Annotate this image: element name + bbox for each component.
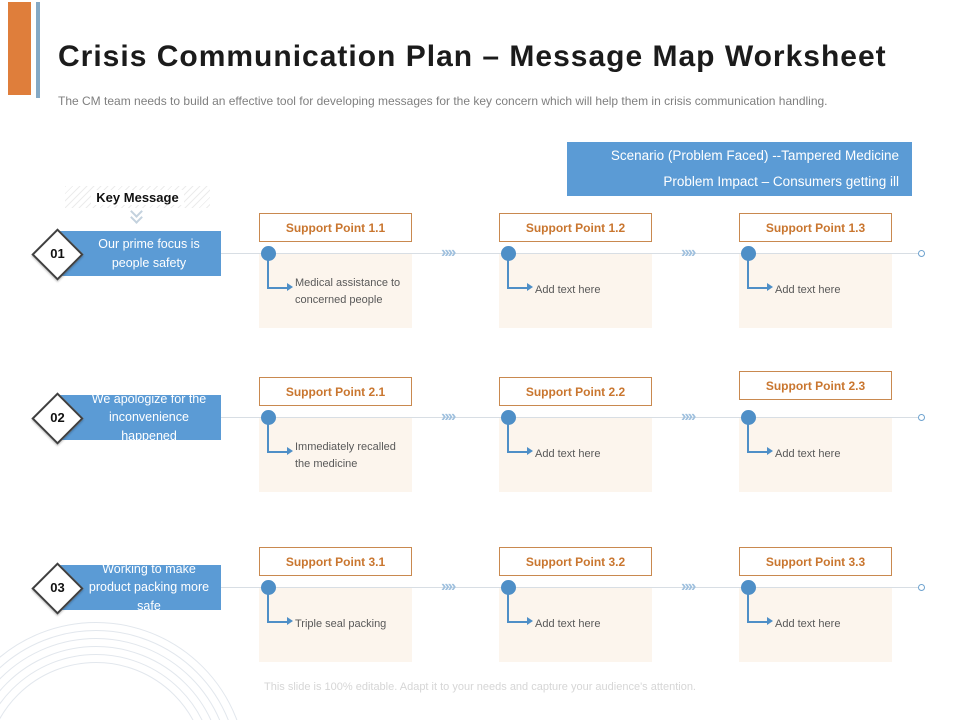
arrowhead-icon	[767, 447, 773, 455]
elbow-arrow-icon	[267, 259, 287, 289]
support-note-placeholder[interactable]: Add text here	[535, 448, 601, 460]
support-point-box-2-2: Support Point 2.2	[499, 377, 652, 406]
connector-line	[221, 417, 918, 418]
arrowhead-icon	[767, 617, 773, 625]
arrowhead-icon	[527, 447, 533, 455]
connector-dot-icon	[741, 246, 756, 261]
connector-dot-icon	[261, 246, 276, 261]
elbow-arrow-icon	[507, 259, 527, 289]
slide-footer: This slide is 100% editable. Adapt it to…	[264, 681, 696, 693]
support-note: Triple seal packing	[295, 618, 387, 630]
connector-dot-icon	[261, 410, 276, 425]
connector-dot-icon	[741, 410, 756, 425]
support-point-label: Support Point 2.3	[765, 378, 866, 393]
elbow-arrow-icon	[267, 423, 287, 453]
key-message-2: 02 We apologize for the inconvenience ha…	[31, 392, 221, 445]
support-panel	[739, 254, 892, 328]
chevron-separator-icon: ››››	[441, 244, 456, 261]
key-message-header: Key Message	[65, 186, 210, 208]
support-point-box-1-1: Support Point 1.1	[259, 213, 412, 242]
elbow-arrow-icon	[507, 423, 527, 453]
elbow-arrow-icon	[747, 593, 767, 623]
support-point-label: Support Point 1.1	[285, 220, 386, 235]
support-panel	[259, 254, 412, 328]
support-note-placeholder[interactable]: Add text here	[535, 284, 601, 296]
support-point-label: Support Point 3.3	[765, 554, 866, 569]
line-end-circle-icon	[918, 414, 925, 421]
connector-dot-icon	[501, 580, 516, 595]
support-panel	[499, 254, 652, 328]
support-point-label: Support Point 2.1	[285, 384, 386, 399]
support-point-label: Support Point 1.3	[765, 220, 866, 235]
step-number-badge: 03	[31, 562, 84, 615]
chevron-separator-icon: ››››	[441, 578, 456, 595]
arrowhead-icon	[287, 617, 293, 625]
support-panel	[499, 418, 652, 492]
scenario-box: Scenario (Problem Faced) --Tampered Medi…	[567, 142, 912, 196]
support-point-label: Support Point 2.2	[525, 384, 626, 399]
support-panel	[499, 588, 652, 662]
step-number-badge: 01	[31, 228, 84, 281]
accent-bar-orange	[8, 2, 31, 95]
connector-dot-icon	[741, 580, 756, 595]
elbow-arrow-icon	[747, 423, 767, 453]
support-panel	[259, 588, 412, 662]
support-point-box-2-3: Support Point 2.3	[739, 371, 892, 400]
chevron-separator-icon: ››››	[681, 408, 696, 425]
chevron-separator-icon: ››››	[681, 244, 696, 261]
scenario-line2: Problem Impact – Consumers getting ill	[663, 174, 899, 189]
scenario-line1: Scenario (Problem Faced) --Tampered Medi…	[610, 148, 899, 163]
support-panel	[259, 418, 412, 492]
support-note-placeholder[interactable]: Add text here	[775, 284, 841, 296]
chevron-separator-icon: ››››	[441, 408, 456, 425]
chevron-down-icon	[129, 205, 143, 224]
support-note: Medical assistance to concerned people	[295, 277, 401, 306]
support-point-box-1-3: Support Point 1.3	[739, 213, 892, 242]
page-title: Crisis Communication Plan – Message Map …	[58, 40, 887, 73]
support-note: Immediately recalled the medicine	[295, 441, 396, 470]
arrowhead-icon	[527, 617, 533, 625]
connector-line	[221, 253, 918, 254]
support-point-box-3-3: Support Point 3.3	[739, 547, 892, 576]
arrowhead-icon	[527, 283, 533, 291]
arrowhead-icon	[287, 283, 293, 291]
support-point-label: Support Point 1.2	[525, 220, 626, 235]
accent-bar-blue	[36, 2, 40, 98]
elbow-arrow-icon	[507, 593, 527, 623]
connector-dot-icon	[501, 410, 516, 425]
line-end-circle-icon	[918, 250, 925, 257]
page-subtitle: The CM team needs to build an effective …	[58, 94, 828, 108]
line-end-circle-icon	[918, 584, 925, 591]
support-panel	[739, 418, 892, 492]
connector-dot-icon	[261, 580, 276, 595]
support-point-box-1-2: Support Point 1.2	[499, 213, 652, 242]
support-note-placeholder[interactable]: Add text here	[775, 448, 841, 460]
key-message-1: 01 Our prime focus is people safety	[31, 228, 221, 281]
key-message-3: 03 Working to make product packing more …	[31, 562, 221, 615]
key-message-3-label: Working to make product packing more saf…	[88, 562, 210, 613]
support-point-box-3-2: Support Point 3.2	[499, 547, 652, 576]
elbow-arrow-icon	[747, 259, 767, 289]
support-note-placeholder[interactable]: Add text here	[775, 618, 841, 630]
step-number-badge: 02	[31, 392, 84, 445]
support-note-placeholder[interactable]: Add text here	[535, 618, 601, 630]
key-message-header-label: Key Message	[91, 189, 184, 205]
connector-line	[221, 587, 918, 588]
key-message-1-label: Our prime focus is people safety	[98, 237, 200, 270]
arrowhead-icon	[767, 283, 773, 291]
key-message-2-label: We apologize for the inconvenience happe…	[91, 392, 207, 443]
support-point-label: Support Point 3.1	[285, 554, 386, 569]
chevron-separator-icon: ››››	[681, 578, 696, 595]
elbow-arrow-icon	[267, 593, 287, 623]
support-point-box-2-1: Support Point 2.1	[259, 377, 412, 406]
support-panel	[739, 588, 892, 662]
connector-dot-icon	[501, 246, 516, 261]
support-point-box-3-1: Support Point 3.1	[259, 547, 412, 576]
arrowhead-icon	[287, 447, 293, 455]
support-point-label: Support Point 3.2	[525, 554, 626, 569]
